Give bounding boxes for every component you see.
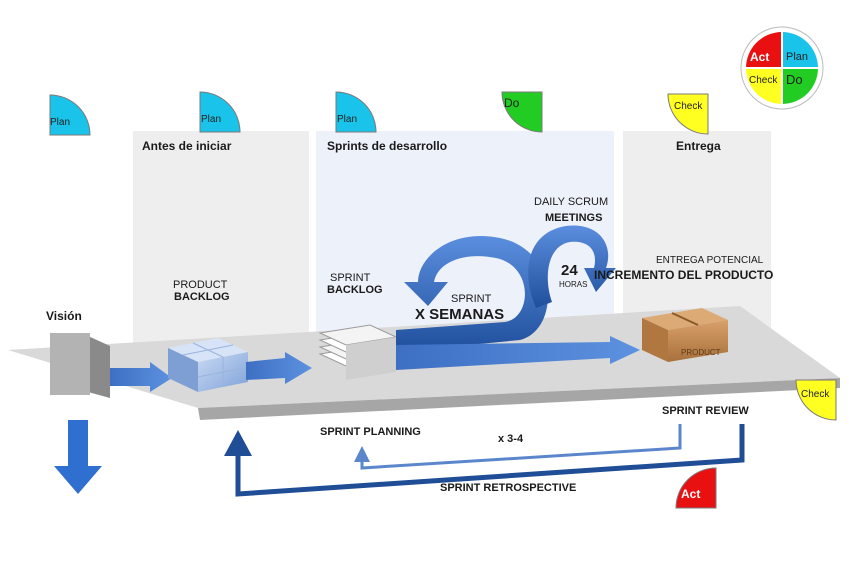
product-backlog-label-2: BACKLOG [174, 291, 230, 303]
section-sprints-title: Sprints de desarrollo [327, 139, 448, 153]
sprint-label: SPRINT [451, 293, 492, 305]
platform-front [198, 378, 840, 420]
box-product-label: PRODUCT [681, 348, 721, 357]
pdca-act-label: Act [750, 50, 770, 64]
check-badge-2-label: Check [801, 389, 830, 400]
vision-label: Visión [46, 309, 82, 323]
pdca-do-label: Do [786, 72, 803, 87]
daily-loop [528, 225, 616, 308]
retrospective-label: SPRINT RETROSPECTIVE [440, 482, 577, 494]
sprint-planning-label: SPRINT PLANNING [320, 426, 421, 438]
planning-arrowhead [354, 446, 370, 462]
daily-scrum-label: DAILY SCRUM [534, 196, 609, 208]
vision-arrow [110, 362, 172, 392]
retrospective-line [235, 424, 745, 497]
plan-badge-3-label: Plan [337, 114, 358, 125]
plan-badge-1-label: Plan [50, 117, 71, 128]
vision-block [50, 333, 90, 395]
check-badge-1 [667, 93, 709, 135]
sprint-review-label: SPRINT REVIEW [662, 405, 749, 417]
act-badge-label: Act [681, 487, 701, 501]
sprint-loop [396, 236, 548, 352]
incremento-label: INCREMENTO DEL PRODUCTO [594, 268, 774, 282]
sprint-ribbon [396, 336, 640, 370]
pdca-wheel [740, 26, 824, 110]
panel-antes [133, 131, 309, 364]
sprint-backlog-label-1: SPRINT [330, 272, 371, 284]
pdca-check-label: Check [749, 75, 778, 86]
vision-block-side [88, 336, 110, 398]
repeat-label: x 3-4 [498, 433, 524, 445]
plan-badge-2-label: Plan [201, 114, 222, 125]
down-arrow [54, 420, 102, 494]
do-badge-label: Do [504, 96, 520, 110]
entrega-potencial-label: ENTREGA POTENCIAL [656, 255, 764, 266]
meetings-label: MEETINGS [545, 212, 603, 224]
retrospective-arrowhead [224, 430, 252, 456]
product-backlog-cubes [168, 338, 249, 392]
backlog-arrow [246, 352, 312, 384]
plan-badge-2 [199, 91, 241, 133]
product-backlog-label-1: PRODUCT [173, 279, 228, 291]
pdca-plan-label: Plan [786, 51, 809, 63]
act-badge [675, 467, 717, 509]
check-badge-2 [795, 379, 837, 421]
section-entrega-title: Entrega [676, 139, 721, 153]
review-line [360, 424, 682, 470]
sprint-backlog-pages [318, 324, 398, 380]
do-badge [501, 91, 543, 133]
plan-badge-1 [49, 94, 91, 136]
product-box [642, 308, 728, 362]
hours-text: HORAS [559, 280, 588, 289]
check-badge-1-label: Check [674, 101, 703, 112]
plan-badge-3 [335, 91, 377, 133]
hours-number: 24 [561, 262, 578, 279]
section-antes-title: Antes de iniciar [142, 139, 232, 153]
sprint-duration-label: X SEMANAS [415, 306, 505, 323]
sprint-backlog-label-2: BACKLOG [327, 284, 383, 296]
